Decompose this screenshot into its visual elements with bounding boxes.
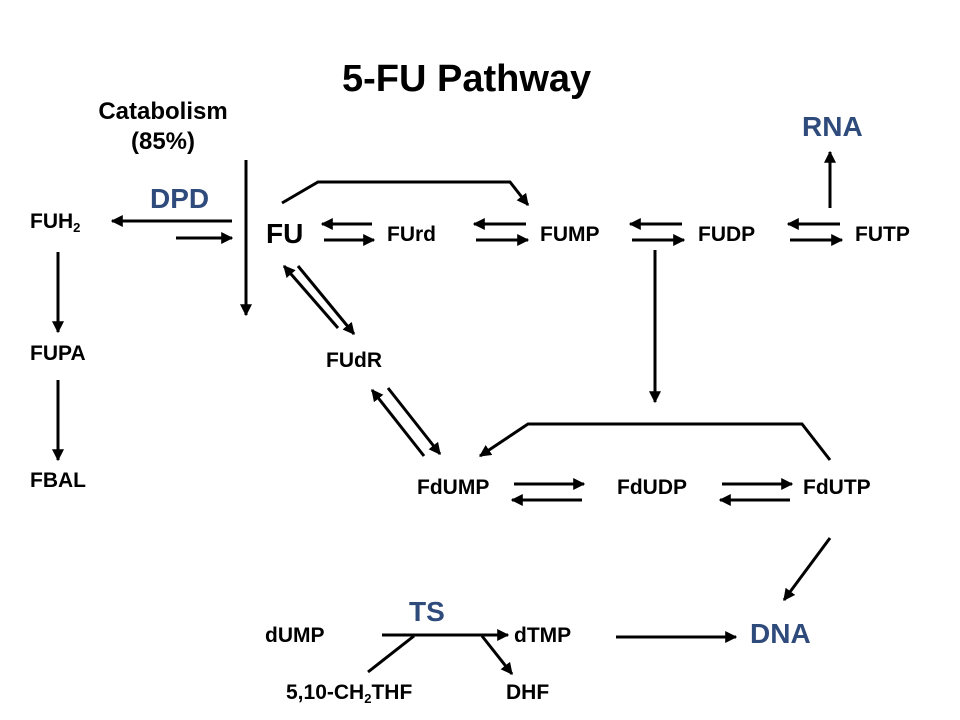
node-dump: dUMP [265, 624, 325, 647]
fuh2-main: FUH [30, 210, 74, 233]
catabolism-label: Catabolism (85%) [82, 100, 244, 154]
arrow-fu-to-fudr [296, 265, 356, 335]
enzyme-dpd: DPD [150, 183, 210, 214]
product-rna: RNA [802, 111, 863, 142]
node-fump: FUMP [540, 223, 600, 246]
node-fupa: FUPA [30, 342, 86, 365]
node-thf: 5,10-CH2THF [286, 681, 413, 706]
catabolism-line2: (85%) [130, 128, 196, 155]
node-fudr: FUdR [326, 349, 382, 372]
fuh2-subscript: 2 [73, 219, 81, 235]
node-dtmp: dTMP [514, 624, 572, 647]
node-futp: FUTP [855, 223, 910, 246]
arrow-thf-cofactor [367, 634, 415, 674]
node-furd: FUrd [387, 223, 436, 246]
arrow-fu-to-fump-bypass [281, 180, 530, 206]
product-dna: DNA [750, 618, 811, 649]
arrow-fdutp-to-fdump-bracket [479, 422, 832, 461]
node-fdump: FdUMP [417, 476, 490, 499]
catabolism-line1: Catabolism [98, 98, 228, 125]
arrow-fudr-to-fu [282, 265, 340, 329]
thf-subscript: 2 [364, 690, 372, 706]
node-dhf: DHF [506, 681, 550, 704]
arrow-to-dhf [480, 635, 514, 675]
enzyme-ts: TS [409, 596, 445, 627]
arrow-fudr-to-fdump [386, 387, 442, 455]
node-fdutp: FdUTP [803, 476, 871, 499]
node-fudp: FUDP [698, 223, 756, 246]
arrow-fdutp-to-dna [782, 537, 832, 601]
node-fuh2: FUH2 [30, 210, 81, 235]
node-fu: FU [266, 218, 304, 249]
node-fbal: FBAL [30, 469, 86, 492]
node-fdudp: FdUDP [617, 476, 687, 499]
thf-part-b: THF [371, 681, 413, 704]
pathway-title: 5-FU Pathway [342, 58, 592, 100]
thf-part-a: 5,10-CH [286, 681, 365, 704]
arrow-fdump-to-fudr [370, 389, 426, 457]
